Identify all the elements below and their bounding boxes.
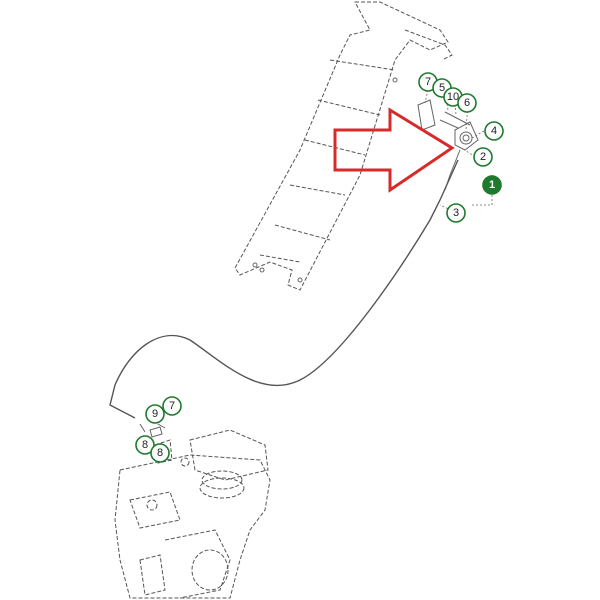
callout-6-label: 6 bbox=[464, 97, 470, 109]
callout-1: 1 bbox=[482, 175, 502, 195]
control-lever-assembly bbox=[417, 99, 479, 191]
callout-9: 9 bbox=[145, 404, 165, 424]
callout-4: 4 bbox=[484, 121, 504, 141]
callout-2-label: 2 bbox=[480, 151, 486, 163]
callout-5-label: 5 bbox=[439, 82, 445, 94]
handle-frame bbox=[234, 1, 453, 291]
callout-7-bottom: 7 bbox=[162, 396, 182, 416]
callout-6: 6 bbox=[457, 93, 477, 113]
callout-8-upper-label: 8 bbox=[142, 439, 148, 451]
callout-9-label: 9 bbox=[152, 408, 158, 420]
callout-8-upper: 8 bbox=[135, 435, 155, 455]
callout-3-label: 3 bbox=[453, 207, 459, 219]
callout-8-lower-label: 8 bbox=[157, 447, 163, 459]
callout-7-top-label: 7 bbox=[425, 76, 431, 88]
throttle-cable bbox=[109, 159, 459, 419]
callout-1-label: 1 bbox=[489, 179, 495, 191]
engine bbox=[114, 429, 271, 599]
callout-10-label: 10 bbox=[447, 91, 459, 103]
callout-3: 3 bbox=[446, 203, 466, 223]
callout-7-bottom-label: 7 bbox=[169, 400, 175, 412]
callout-2: 2 bbox=[473, 147, 493, 167]
callout-8-lower: 8 bbox=[150, 443, 170, 463]
highlight-arrow bbox=[333, 107, 455, 193]
callout-4-label: 4 bbox=[491, 125, 497, 137]
cable-clamp-parts bbox=[139, 423, 166, 438]
